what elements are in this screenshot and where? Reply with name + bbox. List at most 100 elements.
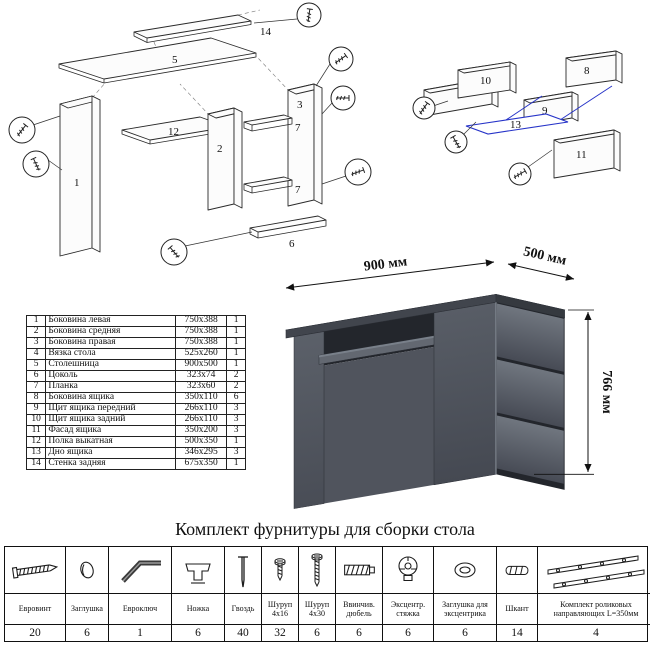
part-size: 346х295: [175, 446, 228, 459]
drawer-front-3: [496, 415, 564, 484]
part-plank-top: 7: [243, 114, 301, 134]
hardware-name: Шуруп 4х30: [299, 594, 335, 625]
part-label-7b: 7: [295, 184, 301, 196]
cap-plug-icon: [80, 561, 94, 579]
parts-table-grid: 1 Боковина левая 750х388 1 2 Боковина ср…: [25, 315, 246, 470]
part-number: 14: [25, 457, 47, 470]
part-number: 9: [25, 402, 47, 415]
fastener-callout: [8, 116, 36, 144]
callout-leader: [184, 231, 253, 247]
fastener-callout: [344, 158, 372, 186]
part-size: 750х388: [175, 336, 228, 349]
dim-height-label: 766 мм: [599, 370, 614, 414]
fastener-callout: [22, 150, 50, 178]
fastener-callout: [160, 238, 188, 266]
screw-4x16-icon: [274, 558, 286, 582]
part-label-3: 3: [297, 99, 303, 111]
confirmat-screw-icon: [11, 564, 59, 579]
part-qty: 1: [226, 315, 246, 327]
parts-table-row: 6 Цоколь 323х74 2: [25, 369, 246, 382]
callout-leader: [32, 115, 61, 126]
callout-leader: [432, 100, 449, 107]
part-label-7a: 7: [295, 122, 301, 134]
hardware-icon-cell: [383, 547, 433, 594]
parts-table-row: 13 Дно ящика 346х295 3: [25, 446, 246, 459]
part-qty: 1: [226, 347, 246, 360]
hardware-qty: 1: [137, 627, 143, 639]
part-label-11: 11: [576, 149, 587, 161]
part-number: 2: [25, 325, 47, 338]
hardware-item: Шкант 14: [497, 547, 538, 641]
hardware-item: Евровинт 20: [5, 547, 66, 641]
part-label-2: 2: [217, 143, 223, 155]
part-qty: 3: [226, 424, 246, 437]
fastener-callout: [296, 2, 322, 28]
bottom-panel-outline: [465, 113, 569, 135]
parts-table-row: 8 Боковина ящика 350х110 6: [25, 391, 246, 404]
hardware-item: Заглушка для эксцентрика 6: [434, 547, 497, 641]
parts-table-row: 12 Полка выкатная 500х350 1: [25, 435, 246, 448]
drawer-back-panel: 10: [457, 61, 517, 99]
part-size: 675х350: [175, 457, 228, 470]
part-name: Щит ящика передний: [45, 402, 177, 415]
part-qty: 1: [226, 435, 246, 448]
hardware-qty: 32: [274, 627, 286, 639]
part-number: 5: [25, 358, 47, 371]
part-size: 525х260: [175, 347, 228, 360]
foot-icon: [185, 563, 211, 584]
part-qty: 1: [226, 325, 246, 338]
dim-width-label: 900 мм: [363, 254, 409, 274]
part-number: 7: [25, 380, 47, 393]
part-qty: 2: [226, 369, 246, 382]
hardware-icon-cell: [66, 547, 108, 594]
callout-leader: [321, 175, 347, 185]
part-qty: 1: [226, 336, 246, 349]
part-size: 750х388: [175, 325, 228, 338]
part-name: Фасад ящика: [45, 424, 177, 437]
insert-guide-line: [559, 85, 613, 121]
part-number: 3: [25, 336, 47, 349]
part-name: Боковина средняя: [45, 325, 177, 338]
part-number: 8: [25, 391, 47, 404]
part-name: Полка выкатная: [45, 435, 177, 448]
part-name: Боковина ящика: [45, 391, 177, 404]
drawer-exploded-diagram: 10 8 9 13 11: [412, 50, 623, 186]
hardware-name: Ножка: [172, 594, 224, 625]
parts-table-row: 4 Вязка стола 525х260 1: [25, 347, 246, 360]
part-size: 900х500: [175, 358, 228, 371]
screw-4x30-icon: [311, 553, 323, 588]
dimension-width: 900 мм: [285, 254, 495, 291]
hardware-name: Эксцентр. стяжка: [383, 594, 433, 625]
part-number: 13: [25, 446, 47, 459]
hardware-item: Комплект роликовых направляющих L=350мм …: [538, 547, 650, 641]
part-size: 323х74: [175, 369, 228, 382]
part-name: Щит ящика задний: [45, 413, 177, 426]
callout-leader: [315, 63, 331, 87]
drawer-unit: [496, 302, 565, 490]
callout-leader: [47, 159, 63, 171]
drawer-side-right: 8: [565, 50, 623, 88]
hardware-item: Шуруп 4х16 32: [262, 547, 299, 641]
part-size: 350х110: [175, 391, 228, 404]
part-number: 12: [25, 435, 47, 448]
assembled-desk-render: 900 мм 500 мм 766 мм: [285, 244, 614, 509]
part-name: Цоколь: [45, 369, 177, 382]
hardware-icon-cell: [225, 547, 261, 594]
back-wall-panel: [324, 346, 434, 504]
part-size: 750х388: [175, 315, 228, 327]
callout-leader: [463, 121, 477, 135]
callout-leader: [527, 149, 553, 168]
dim-depth-label: 500 мм: [522, 244, 568, 269]
hardware-icon-cell: [172, 547, 224, 594]
part-qty: 1: [226, 457, 246, 470]
fastener-callout: [444, 130, 468, 154]
parts-table-row: 9 Щит ящика передний 266х110 3: [25, 402, 246, 415]
hardware-qty: 6: [405, 627, 411, 639]
part-name: Столешница: [45, 358, 177, 371]
drawer-front-2: [496, 359, 564, 428]
part-plinth: 6: [249, 215, 327, 250]
fastener-callout: [330, 85, 356, 111]
hardware-name: Шуруп 4х16: [262, 594, 298, 625]
part-right-side: 3: [287, 83, 323, 207]
hardware-item: Ножка 6: [172, 547, 225, 641]
